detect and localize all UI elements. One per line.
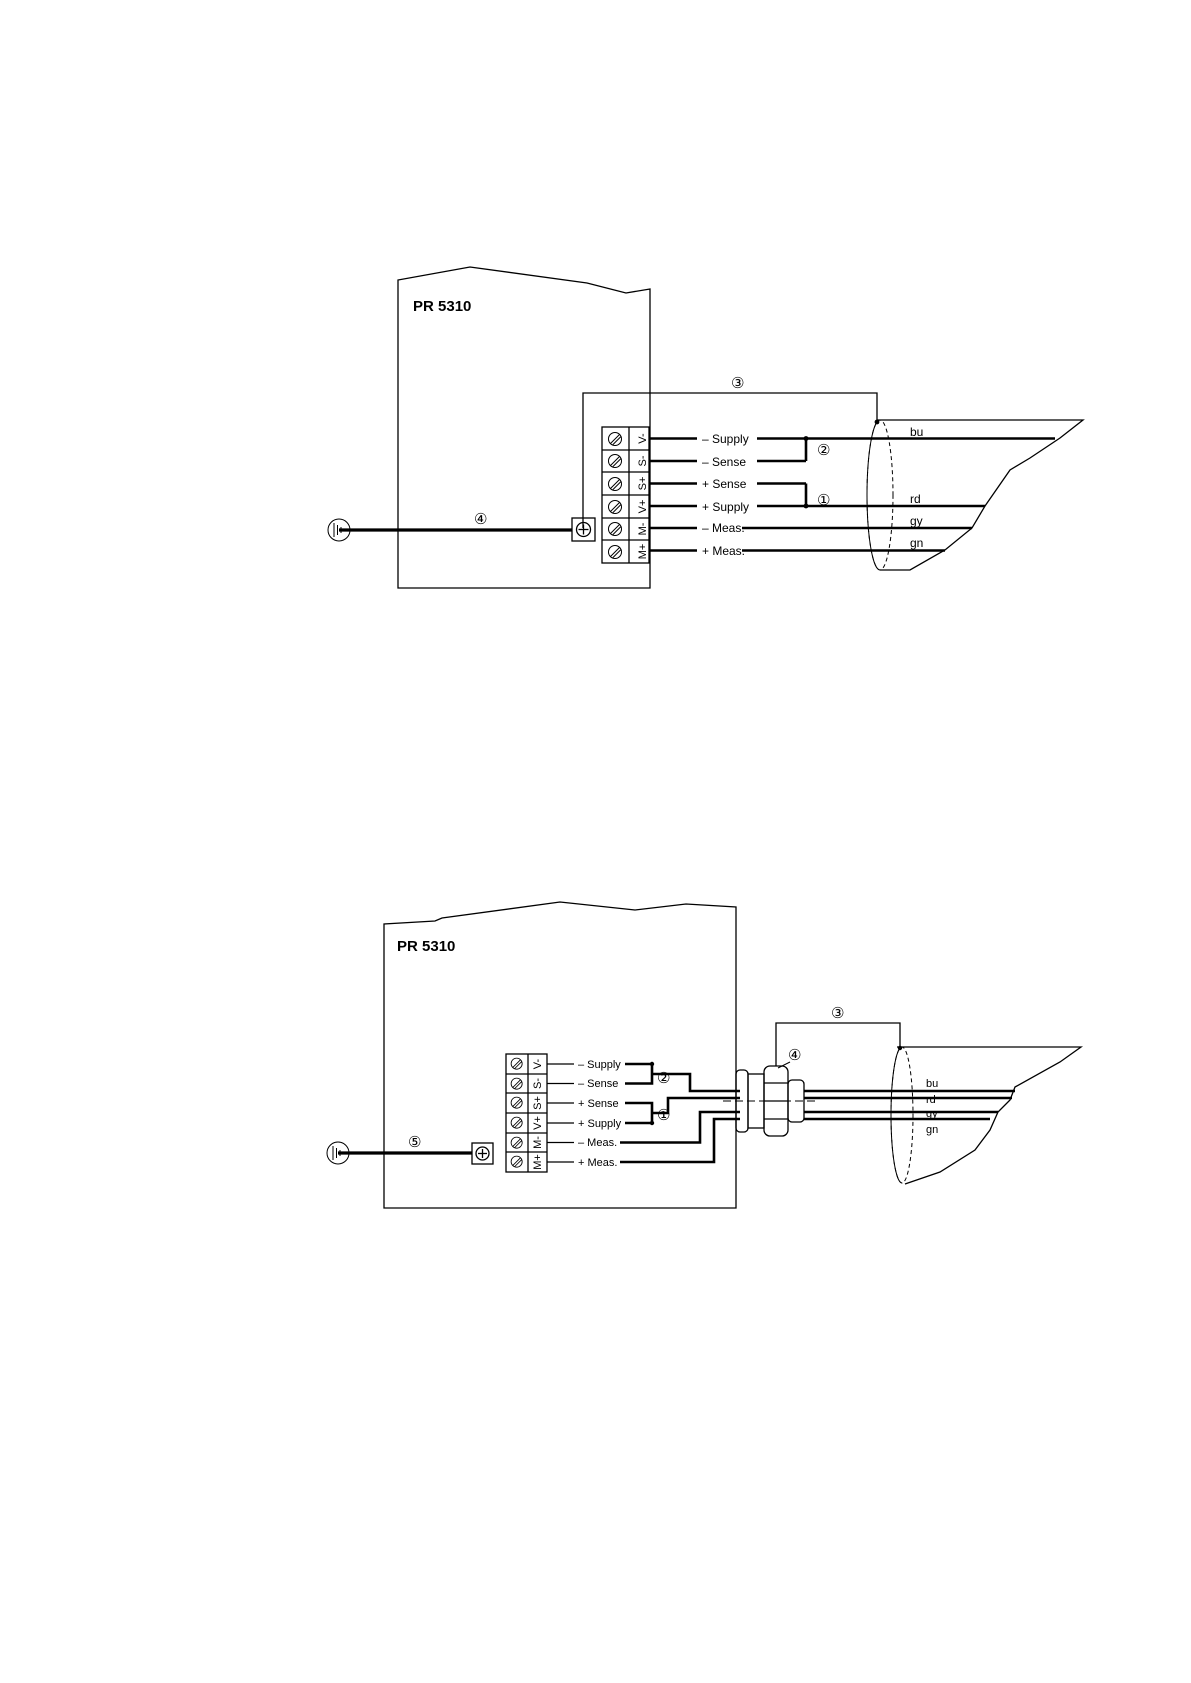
callout-4: ④	[788, 1046, 801, 1064]
callout-3: ③	[731, 374, 744, 392]
diagram-1: PR 5310 V- S- S+ V+ M- M+	[328, 267, 1083, 588]
terminal-label: V+	[532, 1116, 544, 1130]
callout-2: ②	[817, 441, 830, 459]
signal-label-plus-supply: + Supply	[702, 500, 749, 514]
wire-color-bu: bu	[926, 1078, 938, 1090]
signal-label-minus-meas: – Meas.	[578, 1137, 617, 1149]
callout-1: ①	[657, 1106, 670, 1124]
terminal-block: V- S- S+ V+ M- M+	[602, 427, 649, 563]
callout-4: ④	[474, 510, 487, 528]
signal-label-plus-meas: + Meas.	[578, 1157, 617, 1169]
callout-2: ②	[657, 1069, 670, 1087]
terminal-label: M-	[637, 522, 649, 535]
signal-label-plus-sense: + Sense	[578, 1098, 619, 1110]
screw-icon	[609, 546, 622, 559]
screw-icon	[609, 433, 622, 446]
terminal-label: M-	[532, 1136, 544, 1149]
signal-label-minus-sense: – Sense	[702, 455, 746, 469]
screw-icon	[609, 478, 622, 491]
signal-label-minus-supply: – Supply	[702, 432, 749, 446]
terminal-label: M+	[532, 1154, 544, 1170]
screw-icon	[511, 1156, 522, 1167]
screw-icon	[609, 501, 622, 514]
cable-gland	[723, 1066, 818, 1136]
wire-color-rd: rd	[910, 492, 921, 506]
cable-sheath: bu rd gy gn	[867, 420, 1083, 570]
housing-title: PR 5310	[413, 298, 471, 315]
housing-title: PR 5310	[397, 938, 455, 955]
terminal-block: V- S- S+ V+ M- M+	[506, 1054, 547, 1172]
cable-wires	[804, 1091, 1015, 1119]
signal-wires: – Supply – Sense + Sense + Supply – Meas…	[649, 432, 1055, 558]
screw-icon	[511, 1058, 522, 1069]
screw-icon	[609, 455, 622, 468]
terminal-label: V-	[532, 1058, 544, 1069]
signal-label-plus-supply: + Supply	[578, 1118, 622, 1130]
wire-color-gn: gn	[926, 1124, 938, 1136]
wire-color-bu: bu	[910, 425, 923, 439]
terminal-label: S+	[532, 1096, 544, 1110]
terminal-label: V+	[637, 500, 649, 514]
terminal-label: S+	[637, 477, 649, 491]
screw-icon	[511, 1097, 522, 1108]
terminal-label: S-	[637, 455, 649, 466]
wire-color-gn: gn	[910, 536, 923, 550]
terminal-label: V-	[637, 433, 649, 444]
callout-1: ①	[817, 491, 830, 509]
diagram-2: PR 5310 V- S- S+ V+ M- M+	[327, 902, 1081, 1208]
signal-label-plus-sense: + Sense	[702, 477, 747, 491]
terminal-label: S-	[532, 1078, 544, 1089]
signal-label-minus-sense: – Sense	[578, 1078, 618, 1090]
wire-color-gy: gy	[910, 514, 923, 528]
screw-icon	[511, 1117, 522, 1128]
terminal-label: M+	[637, 544, 649, 560]
signal-wires: – Supply – Sense + Sense + Supply – Meas…	[547, 1059, 740, 1169]
screw-icon	[511, 1078, 522, 1089]
callout-5: ⑤	[408, 1133, 421, 1151]
screw-icon	[609, 523, 622, 536]
signal-label-plus-meas: + Meas.	[702, 544, 745, 558]
callout-3: ③	[831, 1004, 844, 1022]
wire-color-rd: rd	[926, 1094, 936, 1106]
signal-label-minus-supply: – Supply	[578, 1059, 621, 1071]
screw-icon	[511, 1137, 522, 1148]
cable-sheath: bu rd gy gn	[891, 1047, 1081, 1184]
wire-color-gy: gy	[926, 1108, 938, 1120]
signal-label-minus-meas: – Meas.	[702, 521, 745, 535]
